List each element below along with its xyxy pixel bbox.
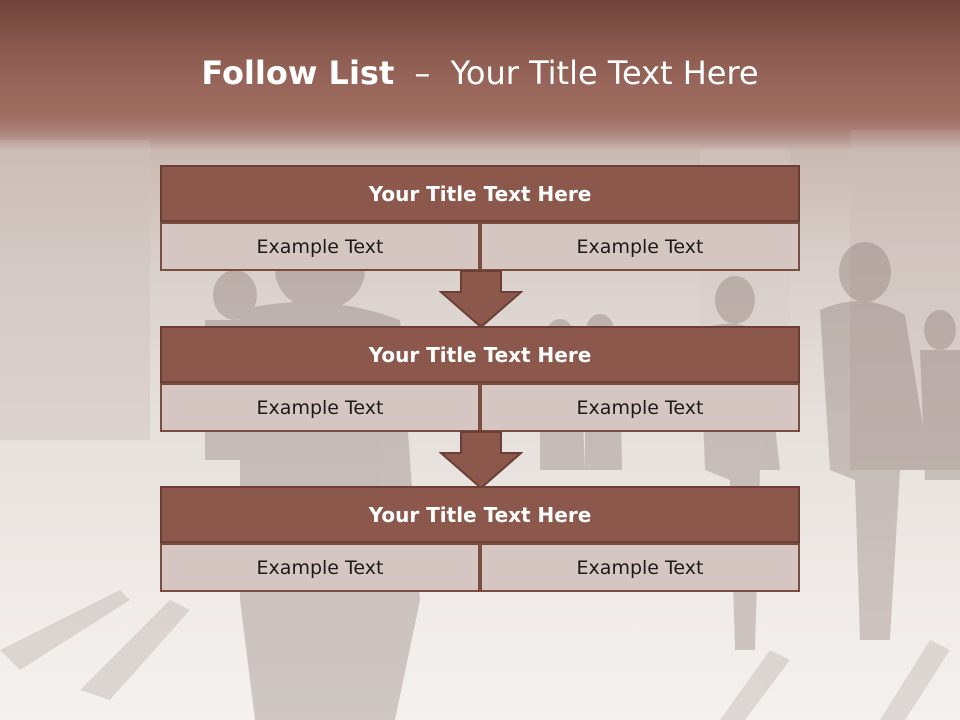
down-arrow-icon [439, 431, 523, 489]
step-title: Your Title Text Here [160, 486, 800, 543]
step-block: Your Title Text Here Example Text Exampl… [160, 326, 800, 432]
step-right-text: Example Text [480, 222, 800, 271]
title-rest: Your Title Text Here [450, 54, 759, 92]
header-band [0, 0, 960, 150]
title-separator: – [414, 54, 431, 92]
step-right-text: Example Text [480, 543, 800, 592]
title-bold: Follow List [201, 54, 395, 92]
step-title: Your Title Text Here [160, 326, 800, 383]
step-left-text: Example Text [160, 383, 480, 432]
step-right-text: Example Text [480, 383, 800, 432]
down-arrow-icon [439, 270, 523, 328]
step-block: Your Title Text Here Example Text Exampl… [160, 165, 800, 271]
step-title: Your Title Text Here [160, 165, 800, 222]
step-left-text: Example Text [160, 543, 480, 592]
step-block: Your Title Text Here Example Text Exampl… [160, 486, 800, 592]
step-left-text: Example Text [160, 222, 480, 271]
slide-title: Follow List – Your Title Text Here [0, 54, 960, 92]
